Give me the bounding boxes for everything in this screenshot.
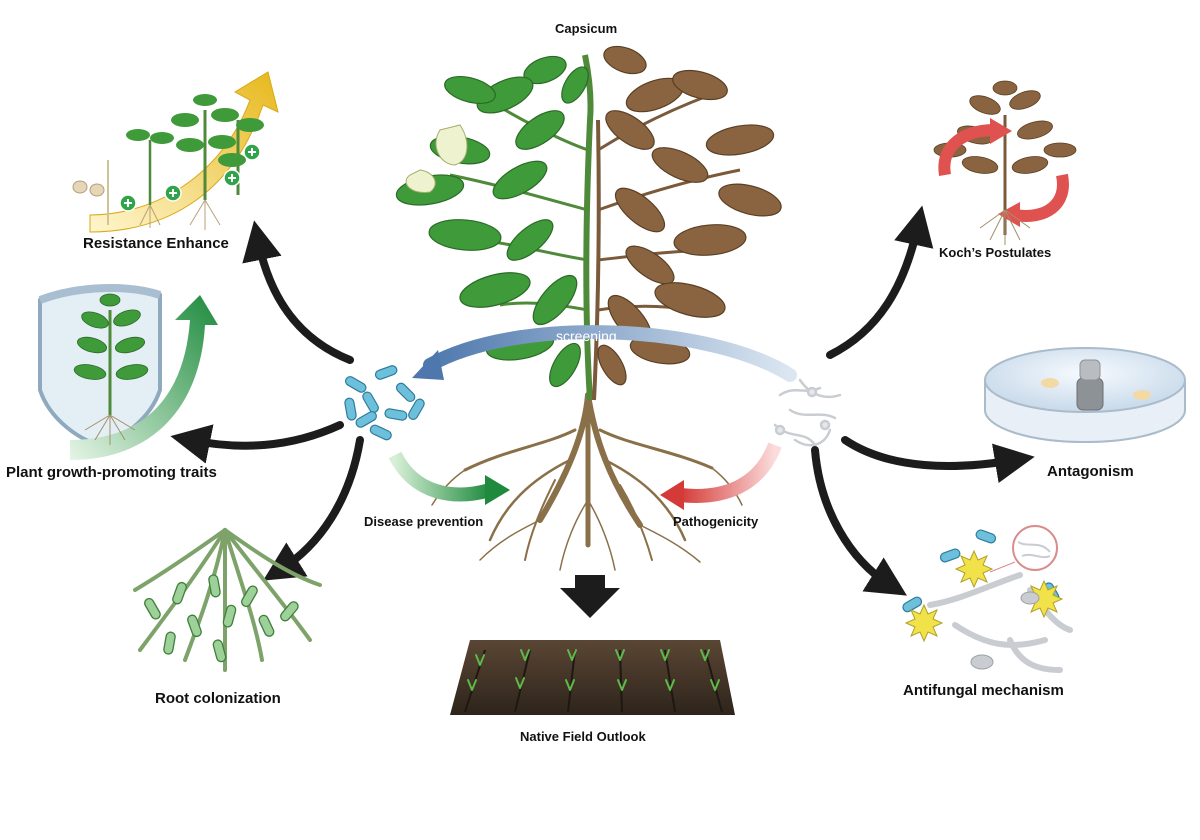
arrow-to-koch [826,205,934,359]
disease-prevention-label: Disease prevention [364,514,484,529]
koch-postulates-label: Koch’s Postulates [939,245,1052,260]
arrow-to-root-colonization [263,436,364,581]
native-field-illustration [450,640,735,715]
antagonism-label: Antagonism [1047,463,1134,480]
arrow-to-resistance [242,220,354,364]
fungal-hyphae-cluster [773,378,842,447]
native-field-label: Native Field Outlook [520,729,646,744]
capsicum-plant [395,45,782,571]
antagonism-petri-dish [984,347,1186,443]
root-colonization-illustration [133,528,322,672]
plant-roots [431,392,743,571]
resistance-enhance-label: Resistance Enhance [83,235,229,252]
pathogenicity-arrow [679,442,782,503]
screening-label: screening [556,328,617,344]
arrow-to-antagonism [841,436,1035,484]
screening-arrow [423,325,797,382]
arrow-to-growth [170,421,344,464]
growth-promoting-illustration [38,284,218,460]
plant-growth-label: Plant growth-promoting traits [6,464,217,481]
bacteria-cluster [344,365,425,441]
flow-arrows [170,205,1035,596]
root-colonization-label: Root colonization [155,690,281,707]
disease-prevention-arrow [388,451,492,502]
capsicum-label: Capsicum [555,21,618,36]
arrow-to-antifungal [811,446,907,596]
antifungal-illustration [902,525,1073,673]
resistance-enhance-illustration [72,71,279,233]
pepper-flowers [405,124,468,193]
arrow-to-field [560,575,620,618]
diseased-stem [592,119,601,401]
koch-postulates-illustration [933,80,1077,245]
diseased-leaves [597,45,782,386]
antifungal-mechanism-label: Antifungal mechanism [903,682,1064,699]
pathogenicity-label: Pathogenicity [673,514,759,529]
healthy-stem [582,54,594,401]
